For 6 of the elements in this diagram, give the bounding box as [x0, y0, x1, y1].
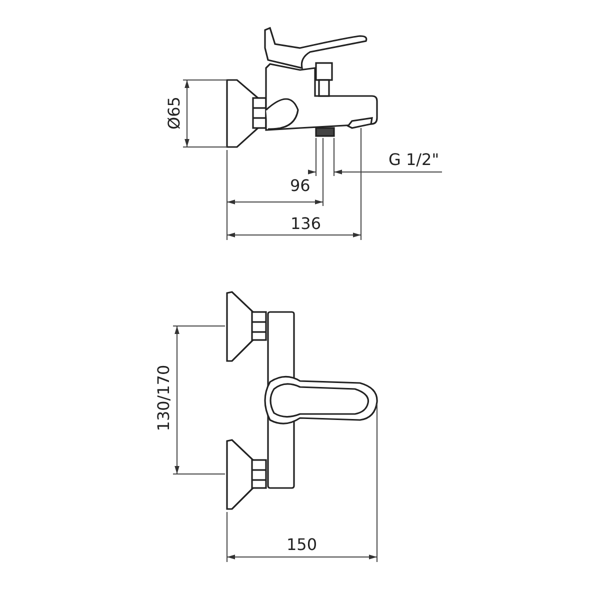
- dimension-label: G 1/2": [388, 152, 440, 168]
- dimension-label: Ø65: [166, 96, 182, 130]
- dimension-label: 96: [290, 178, 310, 194]
- dimension-label: 130/170: [156, 364, 172, 432]
- dimension-label: 136: [290, 216, 322, 232]
- dimension-label: 150: [286, 537, 318, 553]
